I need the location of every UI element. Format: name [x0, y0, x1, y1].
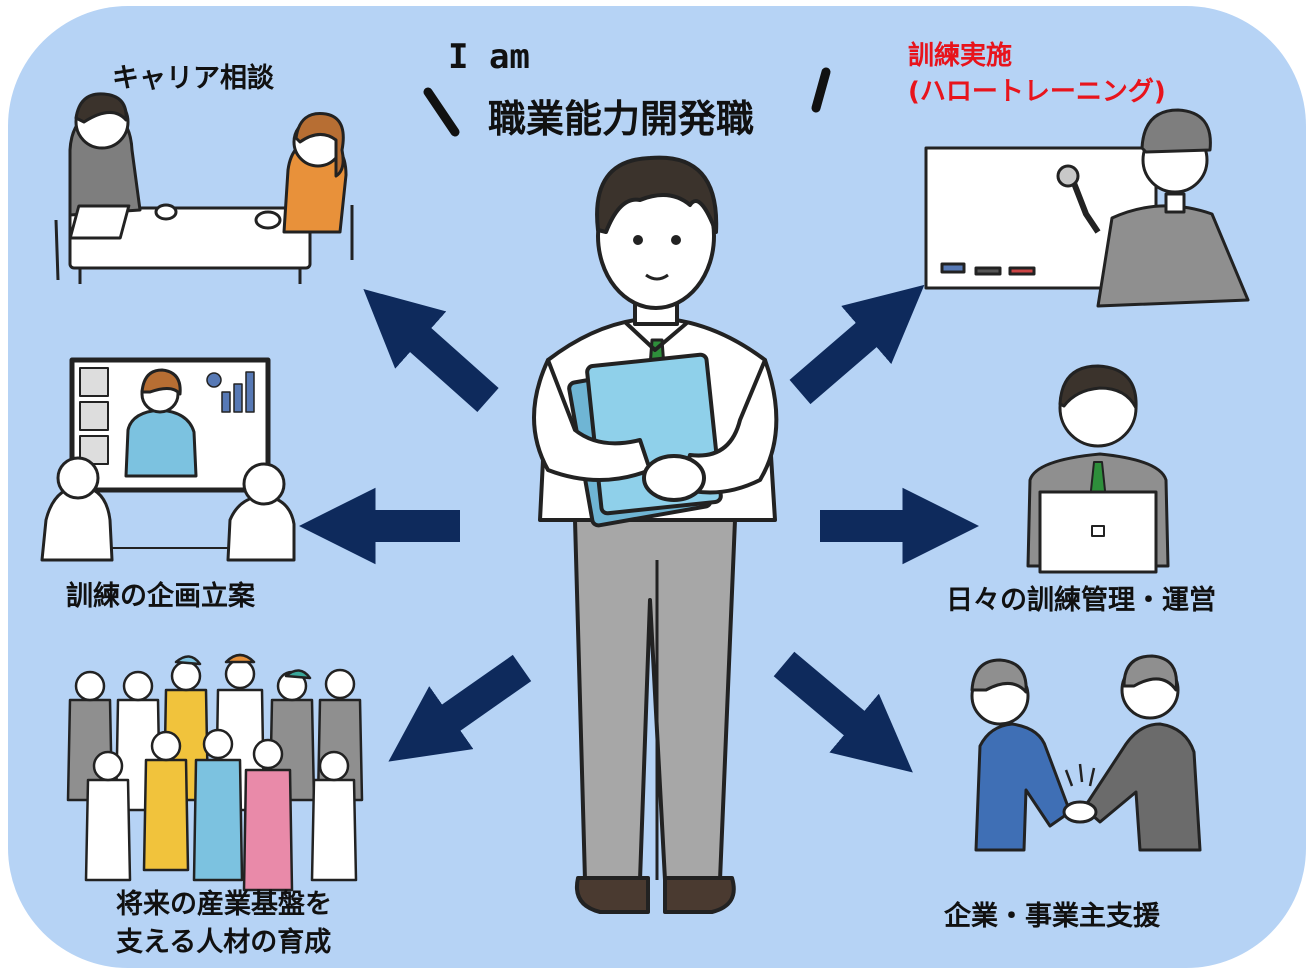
arrows [298, 284, 980, 773]
header-dash-left [423, 87, 460, 137]
header-dash-right [811, 67, 831, 113]
label-training-delivery-line1: 訓練実施 [908, 41, 1013, 71]
online-video-meeting-icon [40, 357, 296, 562]
page-title: 職業能力開発職 [488, 97, 755, 141]
arrow-to-talent [388, 654, 532, 762]
label-daily-management: 日々の訓練管理・運営 [946, 585, 1216, 616]
label-training-planning: 訓練の企画立案 [66, 581, 255, 612]
label-training-delivery-line2: (ハロートレーニング) [908, 77, 1166, 107]
label-talent-development-line2: 支える人材の育成 [116, 927, 332, 958]
label-employer-support: 企業・事業主支援 [944, 901, 1160, 932]
header-i-am: I am [448, 37, 530, 77]
workers-group-icon [66, 653, 364, 892]
handshake-icon [970, 654, 1202, 852]
officer-holding-folder-icon [532, 155, 779, 914]
arrow-to-training [789, 284, 925, 405]
label-talent-development-line1: 将来の産業基盤を [116, 889, 332, 920]
staff-laptop-icon [1026, 364, 1170, 574]
arrow-to-support [773, 651, 913, 773]
consultation-meeting-icon [54, 92, 354, 284]
instructor-whiteboard-wrench-icon [924, 108, 1250, 308]
arrow-to-career [363, 289, 499, 412]
label-career-consult: キャリア相談 [112, 63, 274, 94]
